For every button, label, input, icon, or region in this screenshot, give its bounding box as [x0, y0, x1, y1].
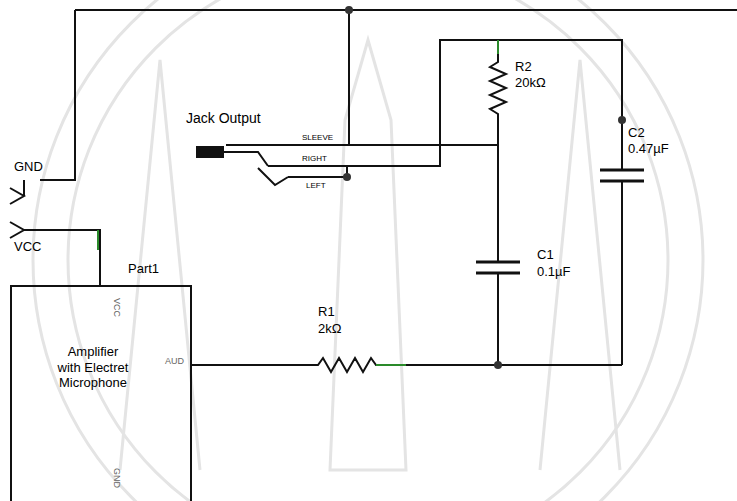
- c1-wire: [497, 273, 499, 365]
- connector-label: VCC: [14, 240, 41, 255]
- component-value: 0.47µF: [628, 142, 669, 157]
- seal-spire: [330, 40, 406, 470]
- component-value: 2kΩ: [318, 322, 341, 337]
- gnd-connector: [10, 180, 24, 204]
- part-heading: Part1: [128, 261, 159, 277]
- sleeve-ground-wire: [348, 10, 350, 145]
- pin-name: GND: [112, 468, 122, 488]
- pin-name: AUD: [165, 356, 184, 366]
- jack-contacts: [224, 152, 288, 185]
- green-wire-ends: [97, 40, 499, 366]
- watermark-seal: [33, 0, 703, 501]
- junction-dot: [618, 116, 626, 124]
- pin-name: LEFT: [306, 181, 326, 190]
- junction-dot: [494, 361, 502, 369]
- vcc-connector: [10, 222, 100, 285]
- pin-name: VCC: [112, 298, 122, 317]
- component-name: C2: [628, 126, 645, 141]
- seal-ring: [33, 0, 703, 501]
- capacitor-symbol: [476, 262, 520, 273]
- wire-highlight: [376, 364, 406, 366]
- gnd-wire: [40, 10, 75, 180]
- capacitor-symbol: [600, 170, 644, 181]
- wire-highlight: [97, 230, 99, 250]
- part-name: Jack Output: [186, 110, 261, 126]
- left-channel-wire: [288, 166, 347, 177]
- junction-dots: [343, 6, 626, 369]
- pin-name: SLEEVE: [302, 133, 333, 142]
- wire-highlight: [497, 40, 499, 54]
- seal-ring: [68, 0, 668, 501]
- part-box: Part1Amplifier with Electret Microphone: [10, 285, 192, 501]
- component-value: 20kΩ: [515, 76, 546, 91]
- jack-plug: [196, 146, 224, 158]
- junction-dot: [343, 173, 351, 181]
- resistor-symbol: [490, 40, 506, 262]
- component-name: C1: [537, 248, 554, 263]
- connector-label: GND: [14, 160, 43, 175]
- right-channel-wire: [268, 40, 622, 170]
- c2-wire: [621, 181, 623, 365]
- component-name: R1: [318, 305, 335, 320]
- junction-dot: [345, 6, 353, 14]
- gnd-rail: [75, 9, 737, 11]
- wires: [10, 10, 737, 372]
- sleeve-wire: [226, 144, 498, 146]
- component-name: R2: [515, 60, 532, 75]
- part-description: Amplifier with Electret Microphone: [55, 344, 131, 391]
- pin-name: RIGHT: [302, 154, 327, 163]
- component-value: 0.1µF: [537, 265, 571, 280]
- seal-towers: [120, 60, 620, 470]
- resistor-symbol: [192, 358, 622, 372]
